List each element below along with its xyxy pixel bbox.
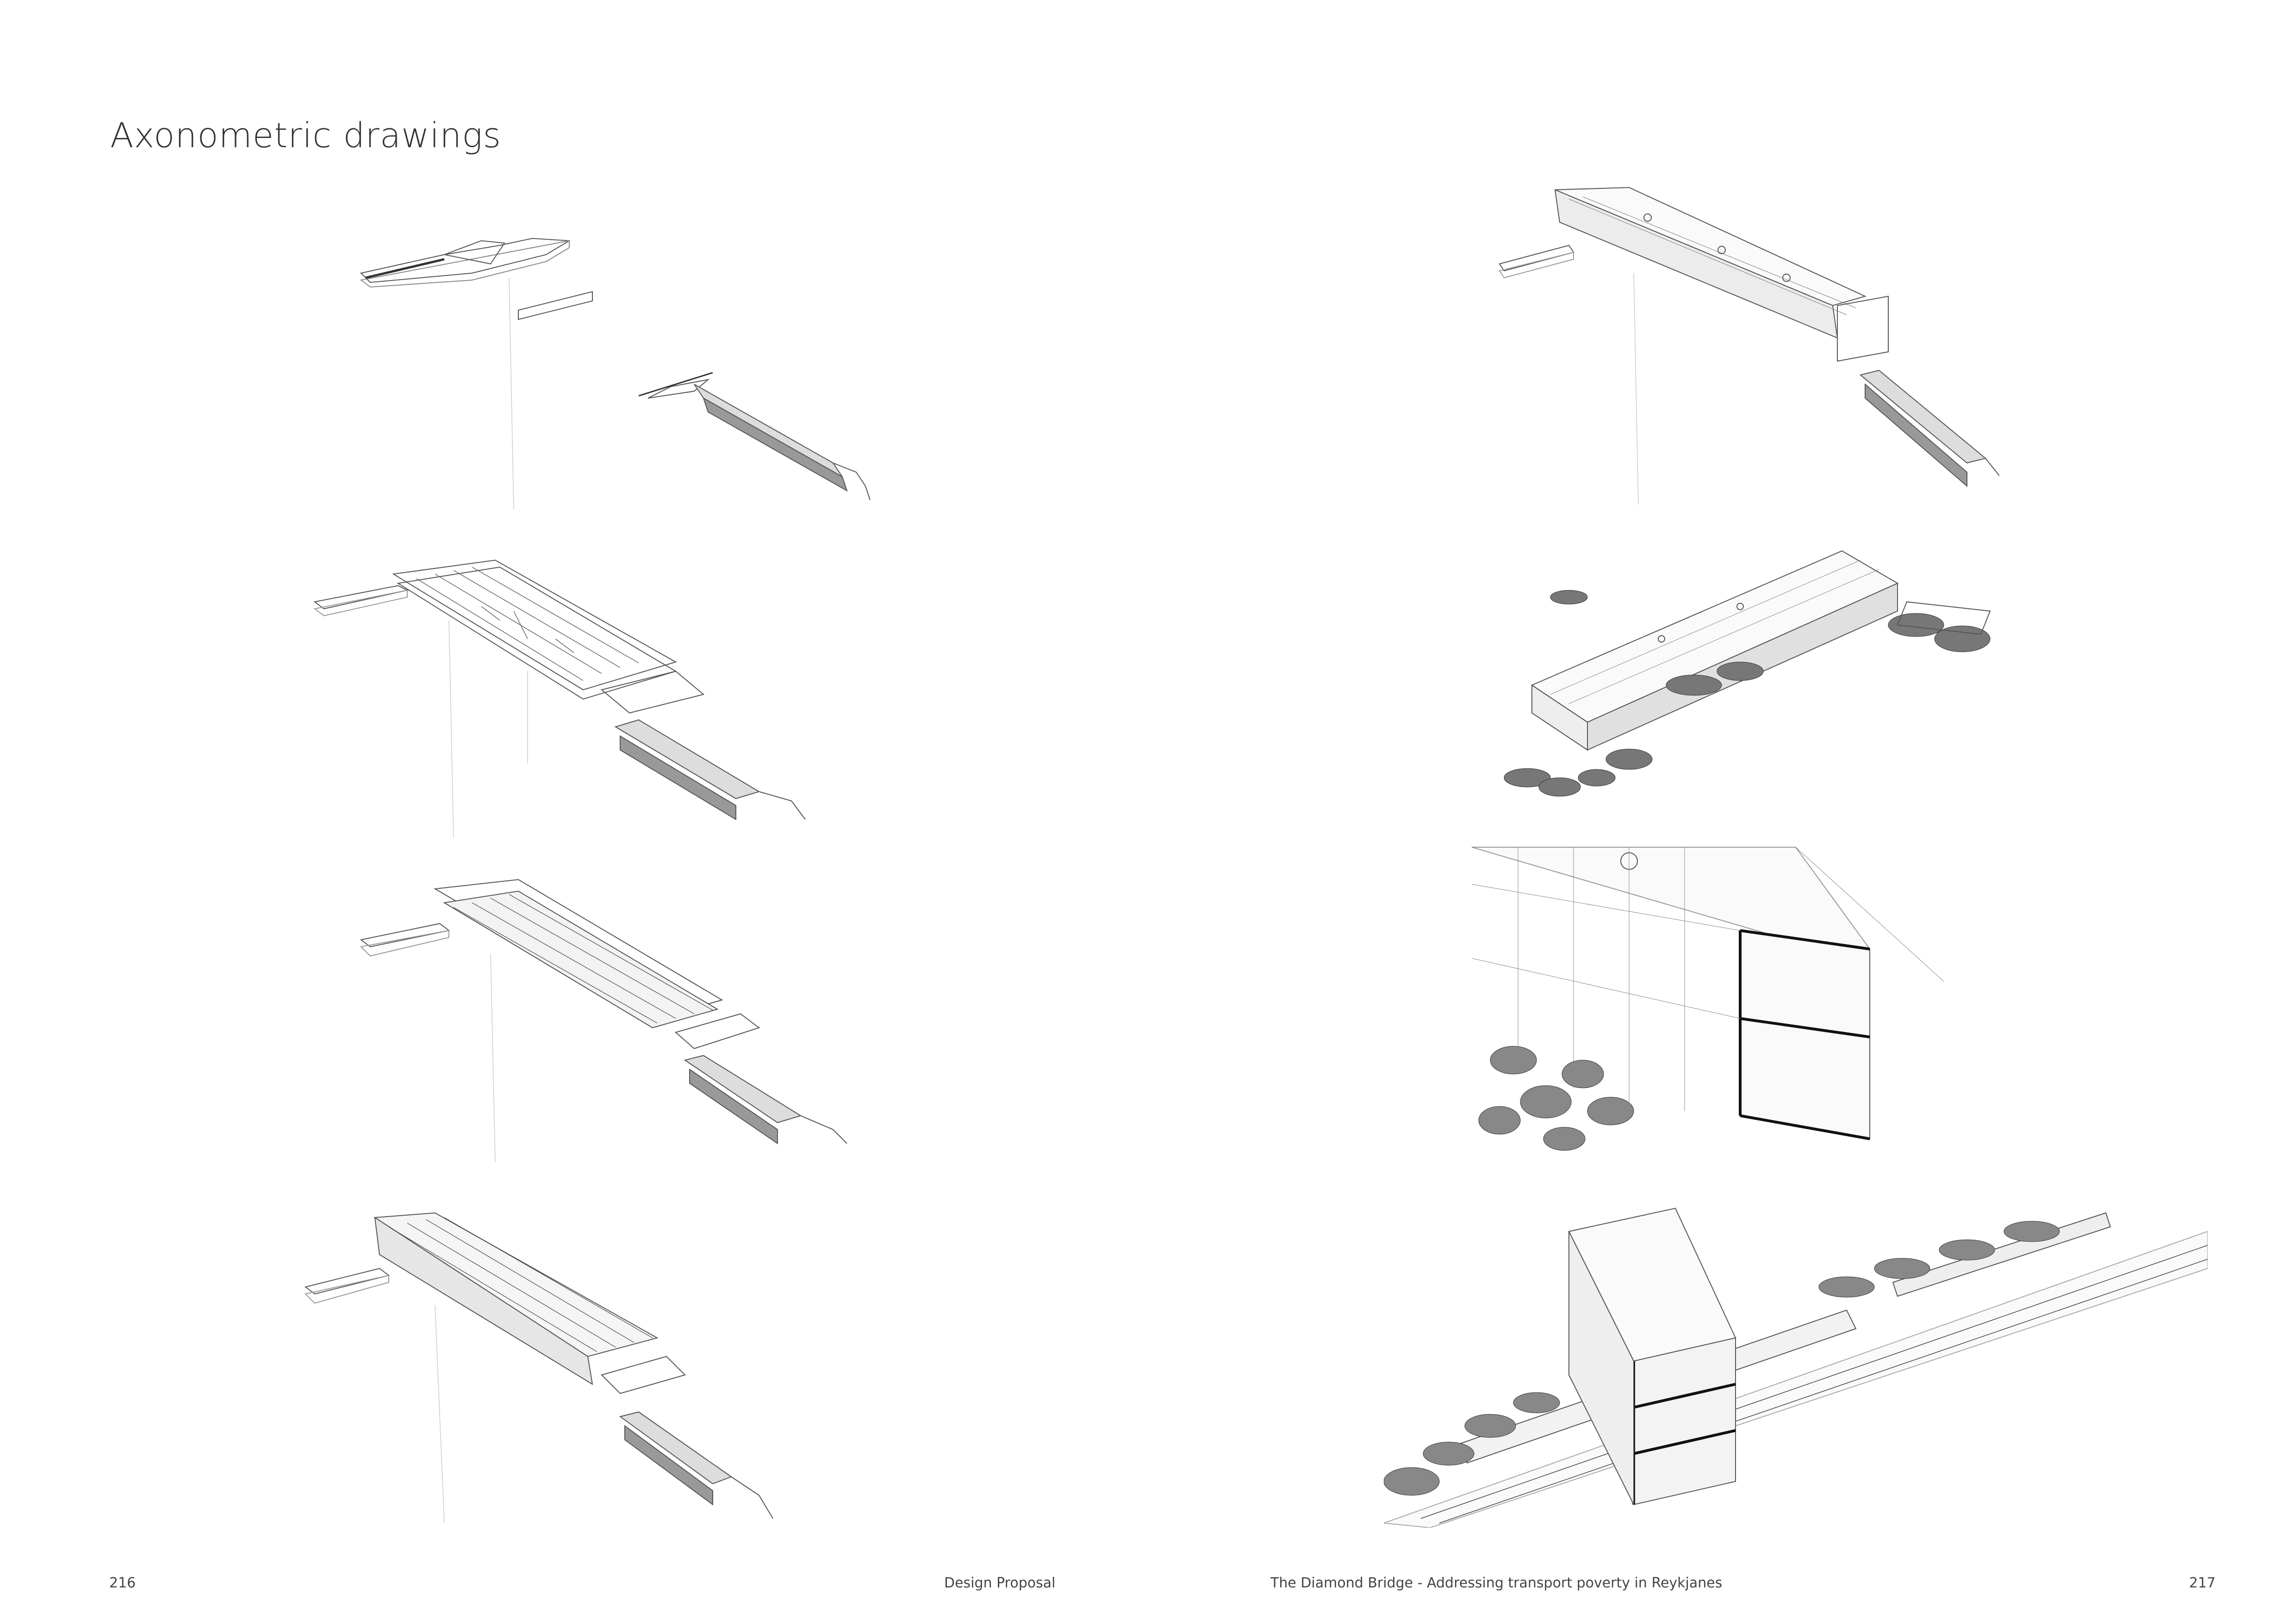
axonometric-drawing-site-fragments: [352, 204, 879, 518]
footer-book-title: The Diamond Bridge - Addressing transpor…: [1270, 1575, 1723, 1591]
page-title: Axonometric drawings: [110, 116, 502, 156]
axonometric-drawing-section-detail: [1472, 843, 1981, 1162]
footer-section-title: Design Proposal: [944, 1575, 1056, 1591]
axonometric-drawing-building-landscape: [1500, 546, 2009, 806]
page-number-left: 216: [109, 1575, 136, 1591]
axonometric-drawing-building-exterior: [1481, 185, 1999, 509]
page-number-right: 217: [2189, 1575, 2216, 1591]
axonometric-drawing-structure-level-2: [352, 866, 865, 1167]
axonometric-drawing-structure-level-1: [296, 542, 833, 843]
axonometric-drawing-site-with-railway: [1384, 1185, 2208, 1528]
axonometric-drawing-full-building: [296, 1199, 782, 1528]
